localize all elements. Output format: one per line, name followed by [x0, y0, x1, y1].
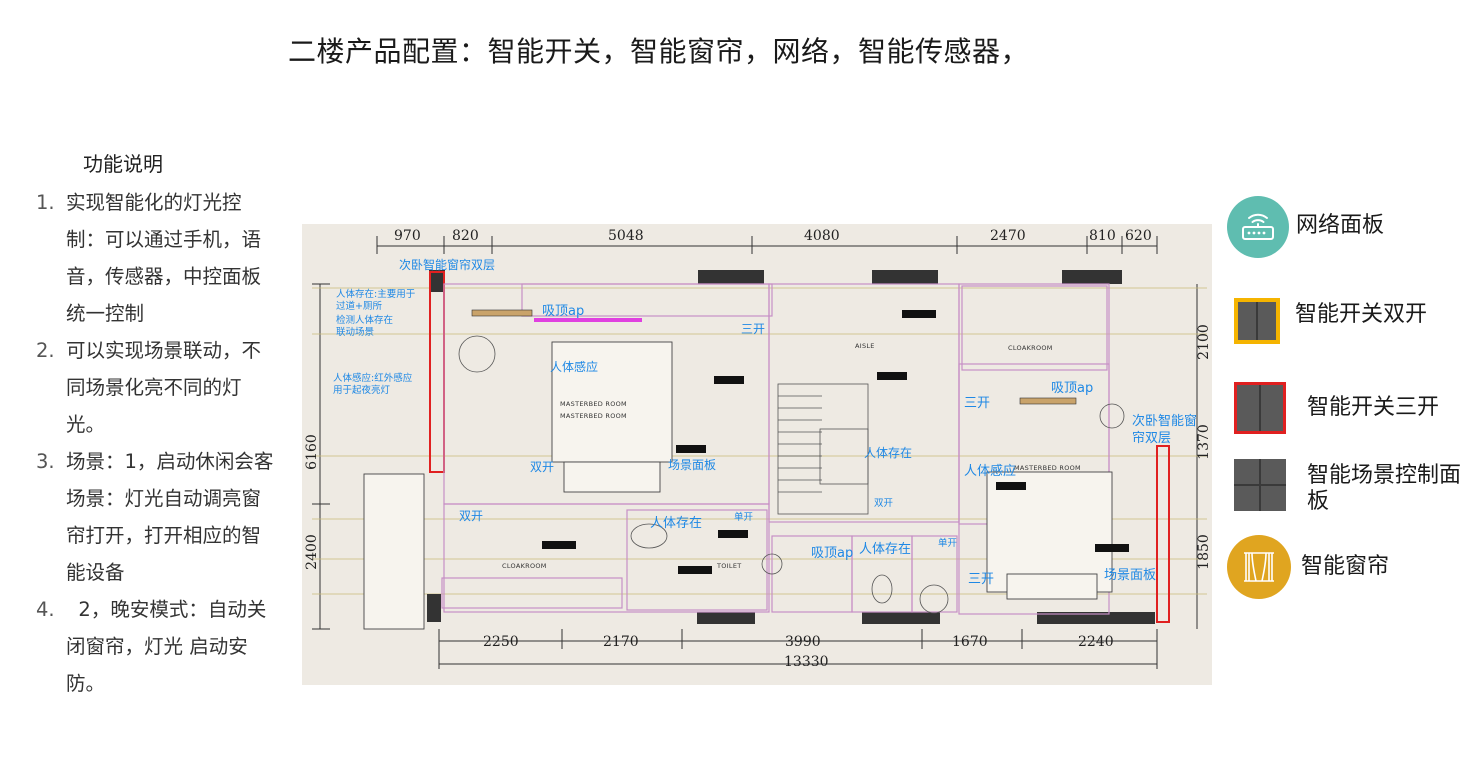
single-switch-label: 单开 [734, 512, 754, 523]
dim-label: 2240 [1078, 634, 1114, 650]
scene-panel-label: 场景面板 [668, 458, 717, 472]
double-switch-icon [1234, 298, 1280, 344]
page-title: 二楼产品配置：智能开关，智能窗帘，网络，智能传感器， [288, 35, 1030, 68]
sensor-note: 联动场景 [336, 327, 375, 338]
ap-label: 吸顶ap [811, 546, 854, 561]
legend-scene-panel: 智能场景控制面板 [1234, 459, 1475, 515]
legend-network-panel: 网络面板 [1227, 196, 1384, 258]
dim-label: 3990 [785, 634, 821, 650]
legend-label: 智能开关双开 [1295, 302, 1428, 327]
list-item: 4. 2，晚安模式：自动关闭窗帘，灯光 启动安防。 [36, 591, 286, 702]
list-item: 1. 实现智能化的灯光控制：可以通过手机，语音，传感器，中控面板统一控制 [36, 184, 286, 332]
room-label: MASTERBED ROOM [1014, 464, 1081, 472]
dim-label: 2170 [603, 634, 639, 650]
list-number: 1. [36, 191, 55, 214]
room-label: CLOAKROOM [1008, 344, 1053, 352]
dim-label: 2470 [990, 228, 1026, 244]
triple-switch-label: 三开 [964, 396, 991, 411]
scene-panel-icon [1234, 459, 1286, 511]
dim-label: 820 [452, 228, 479, 244]
triple-switch-label: 三开 [741, 322, 766, 336]
room-label: MASTERBED ROOM [560, 400, 627, 408]
room-label: AISLE [855, 342, 875, 350]
dim-label: 4080 [804, 228, 840, 244]
curtain-icon [1227, 535, 1291, 599]
dim-label: 2400 [303, 534, 320, 570]
function-list: 1. 实现智能化的灯光控制：可以通过手机，语音，传感器，中控面板统一控制 2. … [36, 184, 286, 702]
dim-label: 1670 [952, 634, 988, 650]
curtain-label: 次卧智能窗帘双层 [399, 258, 496, 272]
curtain-label: 次卧智能窗 [1132, 414, 1198, 429]
ap-label: 吸顶ap [542, 304, 585, 319]
presence-label: 人体存在 [859, 542, 912, 557]
double-switch-label: 双开 [459, 509, 484, 523]
dim-label: 2100 [1195, 324, 1212, 360]
triple-switch-icon [1234, 382, 1286, 434]
sensor-note: 检测人体存在 [336, 315, 394, 326]
list-item: 2. 可以实现场景联动，不同场景化亮不同的灯光。 [36, 332, 286, 443]
floor-plan: 970 820 5048 4080 2470 810 620 2250 2170… [302, 224, 1212, 685]
legend-label: 智能场景控制面板 [1307, 463, 1462, 514]
sensor-label: 人体感应 [964, 464, 1017, 479]
dim-label: 970 [394, 228, 421, 244]
list-text: 2，晚安模式：自动关闭窗帘，灯光 启动安防。 [66, 598, 267, 695]
dim-label: 6160 [303, 434, 320, 470]
presence-label: 人体存在 [650, 516, 703, 531]
scene-panel-label: 场景面板 [1104, 568, 1157, 583]
double-switch-label: 双开 [874, 498, 894, 509]
legend-triple-switch: 智能开关三开 [1234, 382, 1439, 434]
single-switch-label: 单开 [938, 538, 958, 549]
sensor-label: 人体感应 [550, 360, 599, 374]
floor-plan-drawing [312, 236, 1207, 669]
router-icon [1227, 196, 1289, 258]
list-number: 2. [36, 339, 55, 362]
sensor-note: 过道+厕所 [336, 301, 382, 312]
list-number: 3. [36, 450, 55, 473]
function-heading: 功能说明 [83, 152, 163, 176]
sensor-note: 人体存在:主要用于 [336, 289, 416, 300]
legend-curtain: 智能窗帘 [1227, 535, 1389, 599]
dim-label: 1370 [1195, 424, 1212, 460]
list-number: 4. [36, 598, 55, 621]
dim-label: 620 [1125, 228, 1152, 244]
legend-double-switch: 智能开关双开 [1234, 298, 1427, 344]
sensor-note: 人体感应:红外感应 [333, 373, 413, 384]
legend-label: 智能开关三开 [1307, 395, 1440, 420]
dim-label: 810 [1089, 228, 1116, 244]
sensor-note: 用于起夜亮灯 [333, 385, 391, 396]
room-label: TOILET [717, 562, 742, 570]
dim-total-label: 13330 [784, 654, 829, 670]
dim-label: 2250 [483, 634, 519, 650]
list-text: 可以实现场景联动，不同场景化亮不同的灯光。 [66, 339, 262, 436]
room-label: CLOAKROOM [502, 562, 547, 570]
presence-label: 人体存在 [864, 446, 913, 460]
dim-label: 5048 [608, 228, 644, 244]
ap-label: 吸顶ap [1051, 381, 1094, 396]
dim-label: 1850 [1195, 534, 1212, 570]
double-switch-label: 双开 [530, 460, 555, 474]
list-text: 实现智能化的灯光控制：可以通过手机，语音，传感器，中控面板统一控制 [66, 191, 262, 325]
curtain-label: 帘双层 [1132, 431, 1172, 446]
triple-switch-label: 三开 [968, 572, 995, 587]
legend-label: 网络面板 [1296, 213, 1385, 238]
list-item: 3. 场景：1，启动休闲会客场景：灯光自动调亮窗帘打开，打开相应的智能设备 [36, 443, 286, 591]
room-label: MASTERBED ROOM [560, 412, 627, 420]
legend-label: 智能窗帘 [1301, 554, 1390, 579]
list-text: 场景：1，启动休闲会客场景：灯光自动调亮窗帘打开，打开相应的智能设备 [66, 450, 274, 584]
